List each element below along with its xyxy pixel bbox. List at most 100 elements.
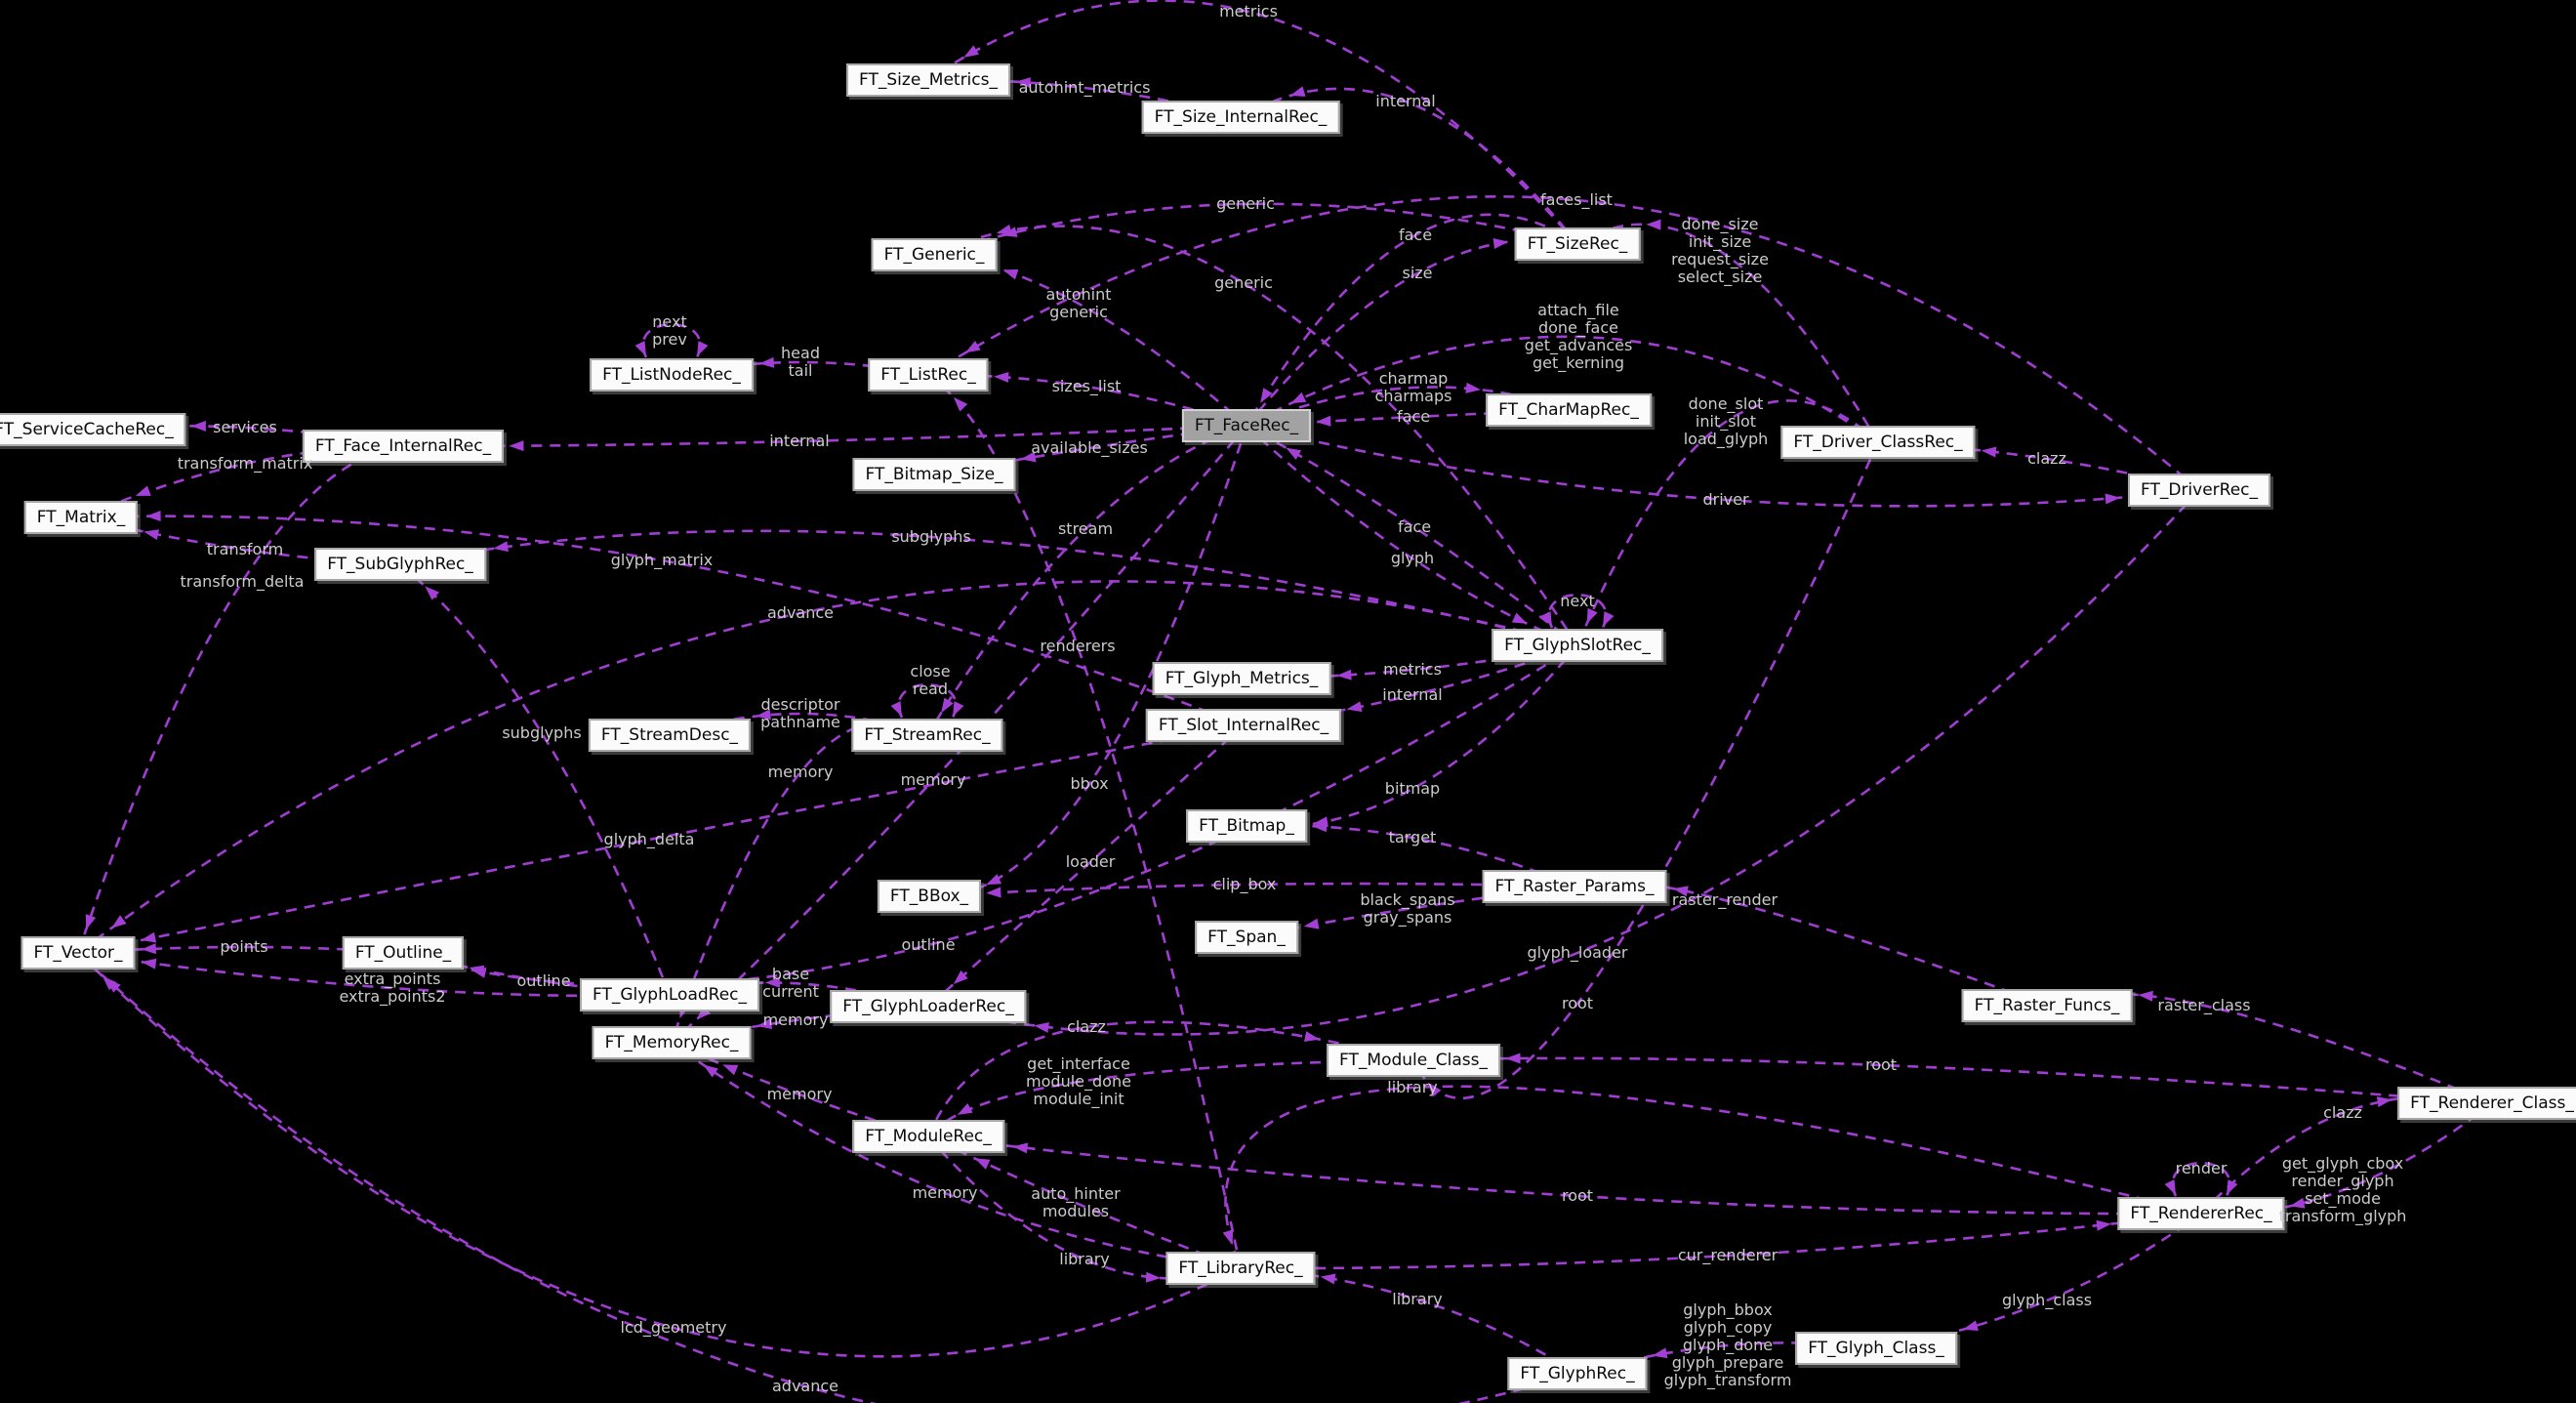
arrowhead-icon [1320,1273,1336,1285]
node-ft_listrec[interactable]: FT_ListRec_ [868,358,989,392]
node-ft_driverrec[interactable]: FT_DriverRec_ [2127,474,2271,507]
node-ft_sizerec[interactable]: FT_SizeRec_ [1514,227,1641,261]
node-ft_outline[interactable]: FT_Outline_ [342,936,465,970]
edge-label-close: close read [910,662,951,698]
edge-label-black_spans: black_spans gray_spans [1360,890,1455,927]
graph-edge [671,425,1247,1044]
node-ft_glyph_class[interactable]: FT_Glyph_Class_ [1795,1332,1957,1365]
node-ft_glyphslotrec[interactable]: FT_GlyphSlotRec_ [1492,629,1663,662]
node-ft_servicecacherec[interactable]: FT_ServiceCacheRec_ [0,413,186,446]
node-ft_charmaprec[interactable]: FT_CharMapRec_ [1486,393,1652,427]
graph-edge [76,444,404,954]
edge-label-memory: memory [912,1183,978,1202]
node-ft_size_metrics[interactable]: FT_Size_Metrics_ [846,63,1010,97]
arrowhead-icon [756,1018,773,1030]
node-ft_bitmap_size[interactable]: FT_Bitmap_Size_ [852,458,1016,491]
node-ft_renderer_class[interactable]: FT_Renderer_Class_ [2397,1087,2576,1120]
node-ft_modulerec[interactable]: FT_ModuleRec_ [852,1120,1004,1153]
node-ft_glyphloaderrec[interactable]: FT_GlyphLoaderRec_ [830,990,1027,1023]
graph-edge [933,202,1578,257]
node-ft_module_class[interactable]: FT_Module_Class_ [1327,1044,1500,1077]
edge-label-clazz: clazz [1067,1017,1106,1036]
node-ft_bbox[interactable]: FT_BBox_ [877,880,982,913]
arrowhead-icon [953,396,968,412]
graph-edge [671,1041,1242,1270]
node-ft_glyph_metrics[interactable]: FT_Glyph_Metrics_ [1152,662,1331,695]
arrowhead-icon [1034,1022,1049,1033]
node-ft_memoryrec[interactable]: FT_MemoryRec_ [592,1026,752,1059]
edge-label-get_interface: get_interface module_done module_init [1026,1054,1131,1108]
arrowhead-icon [1672,886,1689,897]
node-ft_raster_params[interactable]: FT_Raster_Params_ [1482,870,1667,903]
edge-label-clip_box: clip_box [1212,875,1277,893]
arrowhead-icon [1289,86,1306,97]
arrowhead-icon [2289,1197,2306,1209]
edge-label-size: size [1402,264,1433,282]
node-ft_face_internalrec[interactable]: FT_Face_InternalRec_ [302,430,505,463]
graph-edge [1224,1085,2202,1269]
arrowhead-icon [1012,1142,1029,1154]
edge-label-memory: memory [900,770,966,789]
node-ft_size_internalrec[interactable]: FT_Size_InternalRec_ [1141,101,1340,134]
edge-label-autohint_metrics: autohint_metrics [1018,78,1151,97]
arrowhead-icon [1260,388,1273,403]
node-ft_listnoderec[interactable]: FT_ListNodeRec_ [590,358,754,392]
arrowhead-icon [1586,607,1598,624]
edge-label-services: services [213,418,277,436]
node-ft_driver_classrec[interactable]: FT_Driver_ClassRec_ [1780,426,1976,459]
edge-label-root: root [1864,1055,1898,1074]
arrowhead-icon [1020,451,1037,463]
arrowhead-icon [722,1064,739,1076]
arrowhead-icon [1652,1347,1668,1359]
node-ft_facerec[interactable]: FT_FaceRec_ [1181,409,1312,442]
arrowhead-icon [1312,821,1328,833]
graph-edge [671,1041,929,1138]
edge-label-face: face [1396,407,1431,426]
arrowhead-icon [85,914,97,930]
node-ft_streamrec[interactable]: FT_StreamRec_ [851,719,1003,752]
node-ft_bitmap[interactable]: FT_Bitmap_ [1186,809,1307,843]
edge-label-base: base current [762,965,819,1001]
node-ft_span[interactable]: FT_Span_ [1195,921,1298,954]
node-ft_streamdesc[interactable]: FT_StreamDesc_ [588,719,752,752]
arrowhead-icon [141,958,157,970]
graph-edge [77,952,1578,1403]
edge-label-transform: transform [206,540,284,558]
edge-label-get_glyph_cbox: get_glyph_cbox render_glyph set_mode tra… [2278,1154,2407,1225]
graph-edge [77,952,1242,1358]
node-ft_subglyphrec[interactable]: FT_SubGlyphRec_ [314,548,486,581]
node-ft_matrix[interactable]: FT_Matrix_ [23,501,139,534]
edge-label-glyph_loader: glyph_loader [1527,943,1628,962]
arrowhead-icon [105,978,121,993]
arrowhead-icon [1603,611,1615,627]
node-ft_glyphloadrec[interactable]: FT_GlyphLoadRec_ [579,978,760,1011]
edge-label-driver: driver [1702,490,1749,509]
edge-label-subglyphs: subglyphs [502,723,582,742]
node-ft_glyphrec[interactable]: FT_GlyphRec_ [1507,1357,1648,1390]
edge-label-library: library [1059,1250,1110,1268]
graph-edge [1246,425,1578,647]
graph-edge [399,529,1578,647]
graph-edge [1575,399,1879,646]
node-ft_slot_internalrec[interactable]: FT_Slot_InternalRec_ [1145,709,1342,742]
arrowhead-icon [1981,446,1997,458]
node-ft_rendererrec[interactable]: FT_RendererRec_ [2117,1197,2285,1230]
edge-label-descriptor: descriptor pathname [760,695,840,731]
arrowhead-icon [2227,1179,2238,1195]
graph-edge [927,195,2200,491]
node-ft_generic[interactable]: FT_Generic_ [871,238,998,271]
edge-label-generic: generic [1214,273,1273,292]
edge-label-metrics: metrics [1383,660,1442,679]
edge-label-glyph: glyph [1390,549,1435,567]
arrowhead-icon [697,341,709,356]
graph-edge [928,882,1575,898]
node-ft_vector[interactable]: FT_Vector_ [20,936,136,970]
arrowhead-icon [1336,669,1352,681]
arrowhead-icon [963,45,979,58]
node-ft_raster_funcs[interactable]: FT_Raster_Funcs_ [1961,989,2133,1022]
node-ft_libraryrec[interactable]: FT_LibraryRec_ [1165,1252,1316,1285]
graph-edge [933,225,1579,646]
arrowhead-icon [1290,392,1307,404]
arrowhead-icon [1962,1320,1979,1332]
